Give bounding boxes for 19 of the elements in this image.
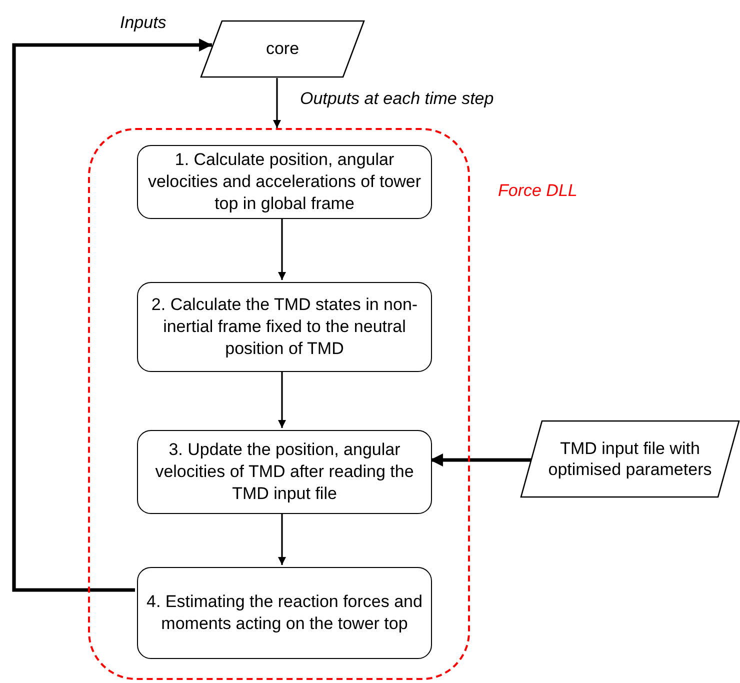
node-text: 4. Estimating the reaction forces and moments acting on the tower top — [146, 590, 423, 635]
node-text: 3. Update the position, angular velocities of TMD after reading the TMD input file — [154, 438, 415, 506]
arrow — [278, 217, 286, 280]
arrow — [430, 454, 531, 466]
node-text: 2. Calculate the TMD states in non-inertial frame fixed to the neutral position of TMD — [150, 294, 419, 360]
process-box — [137, 430, 432, 514]
node-text: core — [264, 38, 300, 60]
group-heading: Force DLL — [498, 180, 578, 202]
node-text: 1. Calculate position, angular velocities and accelerations of tower top in global frame — [146, 148, 422, 216]
process-box — [137, 282, 432, 372]
arrow — [273, 78, 281, 128]
input-output-parallelogram — [200, 20, 365, 78]
arrow — [278, 512, 286, 565]
process-box — [137, 145, 432, 219]
arrow — [278, 370, 286, 428]
process-box — [137, 567, 432, 659]
input-output-parallelogram — [520, 420, 740, 498]
arrow — [12, 38, 212, 592]
node-text: TMD input file with optimised parameters — [547, 438, 713, 480]
